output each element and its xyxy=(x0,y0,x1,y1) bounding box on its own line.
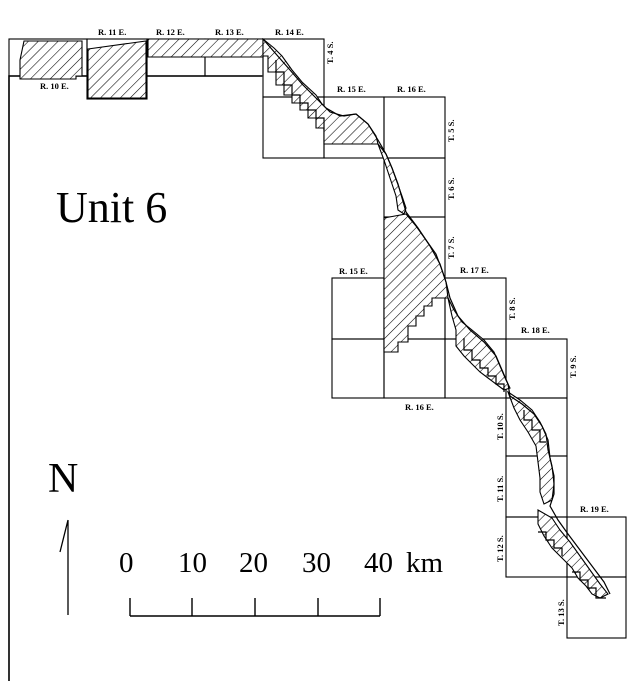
north-label: N xyxy=(48,456,78,502)
hatched-area xyxy=(447,297,511,391)
hatched-area xyxy=(19,40,83,80)
township-labels: T. 4 S. T. 5 S. T. 6 S. T. 7 S. T. 8 S. … xyxy=(325,41,578,626)
range-label-r17: R. 17 E. xyxy=(460,265,489,275)
map-title: Unit 6 xyxy=(56,183,167,232)
range-label-r15-upper: R. 15 E. xyxy=(337,84,366,94)
grid-cell xyxy=(505,455,568,518)
staircase-edge xyxy=(275,60,325,130)
scale-unit: km xyxy=(406,547,444,579)
township-label-t4: T. 4 S. xyxy=(325,41,335,64)
range-label-r16-lower: R. 16 E. xyxy=(405,402,434,412)
range-label-r10: R. 10 E. xyxy=(40,81,69,91)
scale-tick-0: 0 xyxy=(119,547,134,579)
scale-tick-20: 20 xyxy=(239,547,268,579)
hatched-area xyxy=(87,40,147,99)
township-label-t5: T. 5 S. xyxy=(446,119,456,142)
range-label-r18: R. 18 E. xyxy=(521,325,550,335)
range-label-r19: R. 19 E. xyxy=(580,504,609,514)
hatched-area xyxy=(262,37,379,145)
unit-boundary xyxy=(262,38,611,599)
range-label-r13: R. 13 E. xyxy=(215,27,244,37)
township-label-t11: T. 11 S. xyxy=(495,476,505,502)
staircase-edge xyxy=(523,410,546,443)
hatched-area xyxy=(506,390,555,505)
range-label-r12: R. 12 E. xyxy=(156,27,185,37)
grid-cell xyxy=(566,576,627,639)
unit-hatched-area xyxy=(19,37,609,599)
range-labels: R. 10 E. R. 11 E. R. 12 E. R. 13 E. R. 1… xyxy=(40,27,609,514)
grid-cell xyxy=(331,338,385,399)
hatched-area xyxy=(147,38,264,58)
range-label-r14: R. 14 E. xyxy=(275,27,304,37)
township-label-t7: T. 7 S. xyxy=(446,236,456,259)
scale-tick-40: 40 xyxy=(364,547,393,579)
grid-cell xyxy=(331,277,385,340)
township-label-t9: T. 9 S. xyxy=(568,355,578,378)
north-arrow: N xyxy=(48,456,78,615)
scale-line xyxy=(129,598,381,617)
hatched-area xyxy=(377,143,407,215)
hatched-area xyxy=(383,213,449,353)
township-label-t10: T. 10 S. xyxy=(495,413,505,440)
township-label-t8: T. 8 S. xyxy=(507,297,517,320)
map-frame xyxy=(8,75,262,681)
grid-cell xyxy=(505,338,568,399)
township-label-t12: T. 12 S. xyxy=(495,535,505,562)
range-label-r16-upper: R. 16 E. xyxy=(397,84,426,94)
staircase-edge xyxy=(572,571,606,599)
staircase-edge xyxy=(463,338,505,392)
township-label-t13: T. 13 S. xyxy=(556,599,566,626)
hatched-area xyxy=(537,509,609,599)
range-label-r11: R. 11 E. xyxy=(98,27,126,37)
scale-bar: 0 10 20 30 40 km xyxy=(119,547,444,617)
grid-cell xyxy=(383,96,446,159)
township-label-t6: T. 6 S. xyxy=(446,177,456,200)
scale-tick-30: 30 xyxy=(302,547,331,579)
range-label-r15-lower: R. 15 E. xyxy=(339,266,368,276)
scale-tick-10: 10 xyxy=(178,547,207,579)
north-arrow-icon xyxy=(59,519,69,615)
river-trace xyxy=(262,38,611,595)
staircase-edge xyxy=(538,531,563,556)
